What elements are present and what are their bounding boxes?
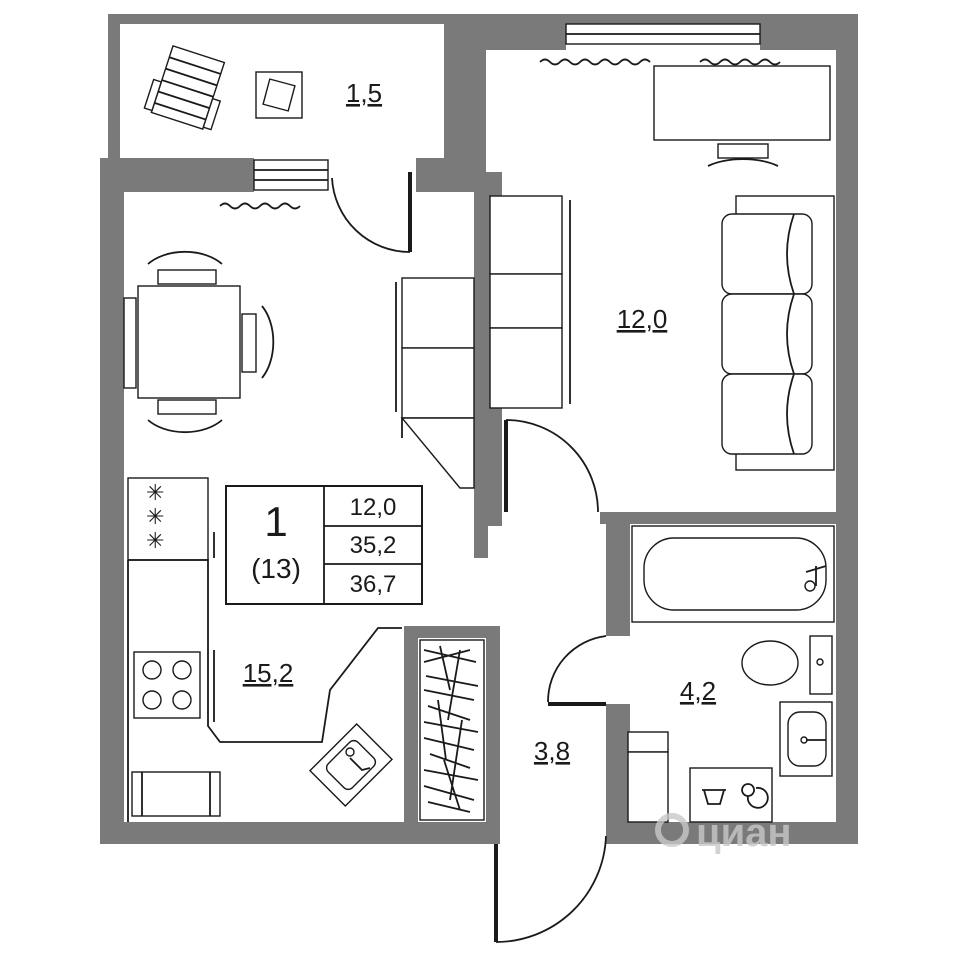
wardrobe-icon (419, 639, 485, 821)
toilet-icon (741, 635, 833, 695)
kitchen-cabinet-icon (395, 277, 475, 489)
bathtub-icon (631, 525, 835, 623)
watermark-text: циан (696, 811, 792, 855)
bathroom-sink-icon (779, 701, 833, 777)
bathroom-area-label: 4,2 (680, 676, 716, 706)
hall-area-label: 3,8 (534, 736, 570, 766)
dining-table-icon (123, 250, 275, 434)
washing-machine-icon (689, 767, 773, 823)
walls (100, 14, 858, 844)
radiators (219, 58, 781, 210)
sofa-icon (721, 195, 835, 471)
kitchen-sink-icon (308, 722, 394, 808)
balcony-table-icon (255, 71, 303, 119)
doors (331, 172, 607, 943)
watermark: циан (655, 811, 792, 855)
windows (253, 23, 761, 191)
svg-text:✳: ✳ (146, 504, 164, 529)
living-area-value: 12,0 (350, 494, 397, 521)
bookshelf-icon (489, 195, 571, 409)
balcony-chair-icon (143, 44, 226, 131)
balcony-area-label: 1,5 (346, 78, 382, 108)
total-area-value: 35,2 (350, 532, 397, 559)
desk-icon (653, 65, 831, 167)
unit-number: (13) (251, 553, 301, 584)
summary-box: 1 (13) 12,0 35,2 36,7 (225, 485, 423, 605)
svg-text:✳: ✳ (146, 528, 164, 553)
bath-shelf-icon (627, 731, 669, 823)
svg-text:✳: ✳ (146, 480, 164, 505)
kitchen-area-label: 15,2 (243, 658, 294, 688)
cian-logo-icon (655, 813, 689, 847)
total-with-balcony-value: 36,7 (350, 571, 397, 598)
stove-icon (133, 651, 201, 719)
kitchen-counter-icon: ✳ ✳ ✳ (127, 477, 402, 822)
rooms-count: 1 (264, 498, 287, 545)
sofa-kitchen-icon (131, 771, 221, 817)
bedroom-area-label: 12,0 (617, 304, 668, 334)
